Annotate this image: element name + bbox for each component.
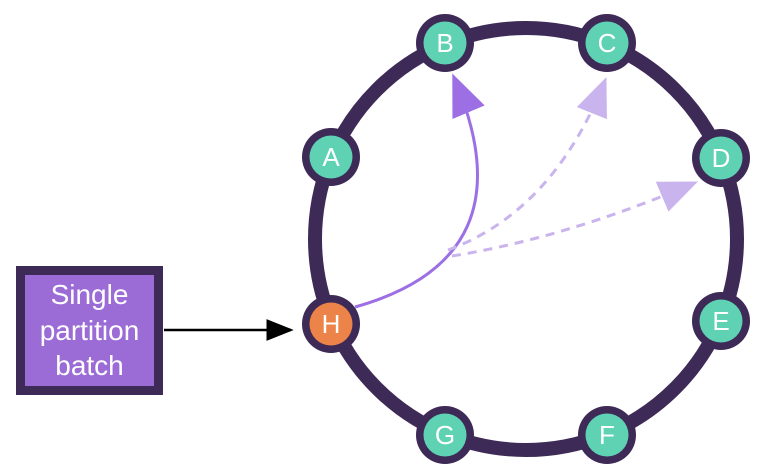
node-e-label: E <box>712 306 729 336</box>
node-a-label: A <box>322 142 340 172</box>
replication-arrow-dashed-h-to-d <box>451 181 698 258</box>
node-b-circle <box>423 21 467 65</box>
node-e: E <box>692 292 750 350</box>
node-c-label: C <box>598 28 617 58</box>
node-f-label: F <box>599 420 615 450</box>
node-b: B <box>416 14 474 72</box>
replication-arrow-solid-h-to-b <box>354 73 485 309</box>
node-h-circle <box>309 302 353 346</box>
node-c-circle <box>585 21 629 65</box>
node-a: A <box>302 128 360 186</box>
single-partition-batch-box: Single partition batch <box>16 266 163 395</box>
node-g: G <box>416 406 474 464</box>
node-d-label: D <box>712 143 731 173</box>
node-a-circle <box>309 135 353 179</box>
node-d: D <box>692 129 750 187</box>
node-c: C <box>578 14 636 72</box>
node-f-circle <box>585 413 629 457</box>
hash-ring <box>308 21 744 457</box>
node-h-coordinator: H <box>302 295 360 353</box>
node-h-label: H <box>322 309 341 339</box>
node-d-circle <box>699 136 743 180</box>
node-b-label: B <box>436 28 453 58</box>
single-partition-batch-label: Single partition batch <box>39 278 140 382</box>
node-e-circle <box>699 299 743 343</box>
node-g-circle <box>423 413 467 457</box>
node-g-label: G <box>435 420 455 450</box>
node-f: F <box>578 406 636 464</box>
